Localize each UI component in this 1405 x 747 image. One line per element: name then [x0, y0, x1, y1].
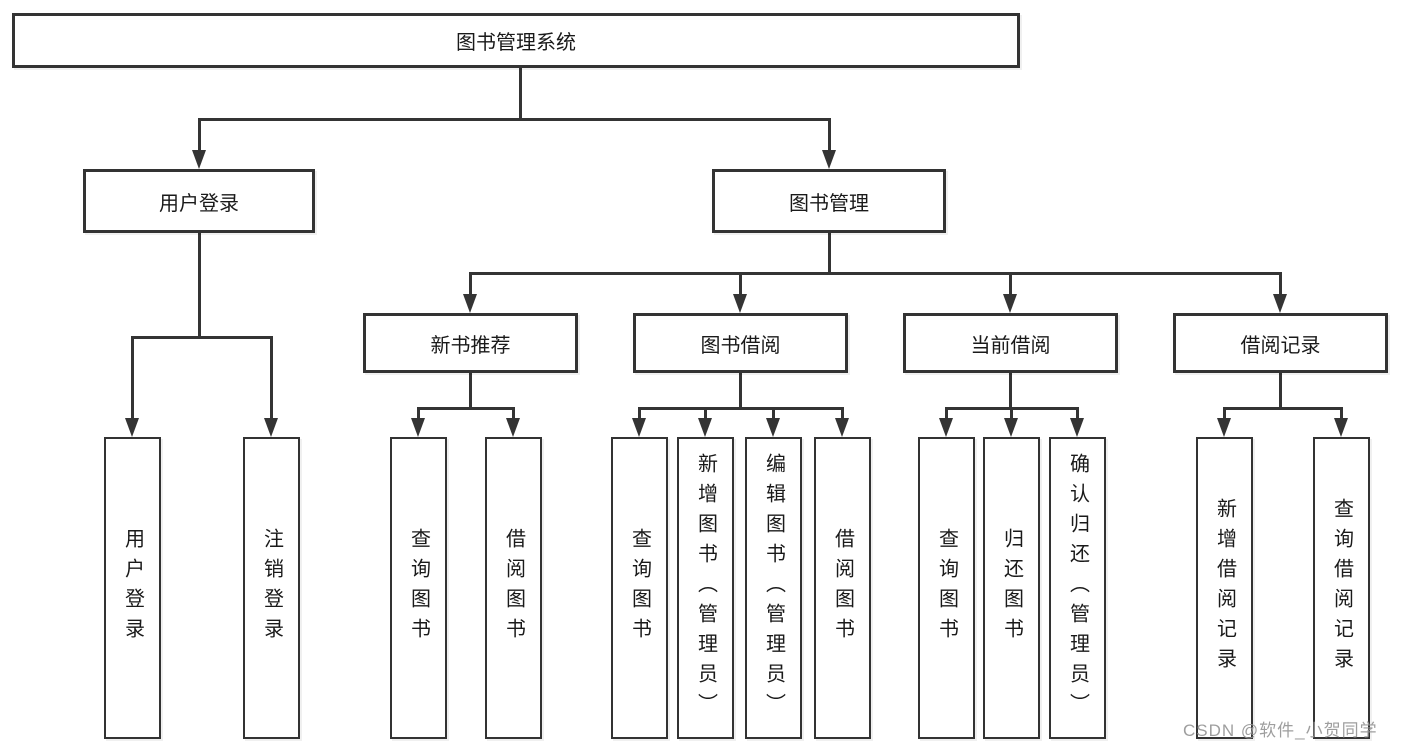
connector-line: [1009, 272, 1012, 296]
arrow-down-icon: [192, 150, 206, 169]
arrow-down-icon: [766, 418, 780, 437]
connector-line: [841, 407, 844, 420]
connector-line: [739, 272, 742, 296]
connector-line: [198, 118, 201, 152]
connector-line: [945, 407, 948, 420]
arrow-down-icon: [822, 150, 836, 169]
connector-line: [469, 272, 1281, 275]
connector-line: [828, 118, 831, 152]
connector-line: [519, 68, 522, 119]
node-borrowing-records: 借阅记录: [1173, 313, 1388, 373]
connector-line: [1010, 407, 1013, 420]
node-root: 图书管理系统: [12, 13, 1020, 68]
connector-line: [131, 336, 272, 339]
connector-line: [1223, 407, 1226, 420]
connector-line: [1223, 407, 1343, 410]
connector-line: [1009, 373, 1012, 409]
arrow-down-icon: [835, 418, 849, 437]
watermark-text: CSDN @软件_小贺同学: [1183, 721, 1378, 740]
leaf-current-query-book: 查询图书: [918, 437, 975, 739]
connector-line: [828, 233, 831, 274]
node-new-book-recommend: 新书推荐: [363, 313, 578, 373]
leaf-recommend-query-book: 查询图书: [390, 437, 447, 739]
leaf-records-add-record: 新增借阅记录: [1196, 437, 1253, 739]
leaf-user-login: 用户登录: [104, 437, 161, 739]
arrow-down-icon: [939, 418, 953, 437]
connector-line: [638, 407, 844, 410]
connector-line: [512, 407, 515, 420]
arrow-down-icon: [1273, 294, 1287, 313]
connector-line: [469, 272, 472, 296]
arrow-down-icon: [463, 294, 477, 313]
leaf-current-confirm-return-admin: 确认归还（管理员）: [1049, 437, 1106, 739]
connector-line: [1340, 407, 1343, 420]
leaf-logout-login: 注销登录: [243, 437, 300, 739]
connector-line: [1279, 272, 1282, 296]
leaf-borrow-borrow-book: 借阅图书: [814, 437, 871, 739]
arrow-down-icon: [733, 294, 747, 313]
arrow-down-icon: [1003, 294, 1017, 313]
connector-line: [772, 407, 775, 420]
connector-line: [1076, 407, 1079, 420]
arrow-down-icon: [506, 418, 520, 437]
arrow-down-icon: [1004, 418, 1018, 437]
leaf-borrow-query-book: 查询图书: [611, 437, 668, 739]
leaf-borrow-add-book-admin: 新增图书（管理员）: [677, 437, 734, 739]
node-user-login: 用户登录: [83, 169, 315, 233]
node-current-borrowing: 当前借阅: [903, 313, 1118, 373]
leaf-records-query-record: 查询借阅记录: [1313, 437, 1370, 739]
arrow-down-icon: [411, 418, 425, 437]
node-book-management: 图书管理: [712, 169, 946, 233]
connector-line: [417, 407, 515, 410]
arrow-down-icon: [125, 418, 139, 437]
arrow-down-icon: [698, 418, 712, 437]
connector-line: [739, 373, 742, 409]
connector-line: [131, 336, 134, 420]
arrow-down-icon: [632, 418, 646, 437]
arrow-down-icon: [1070, 418, 1084, 437]
connector-line: [638, 407, 641, 420]
connector-line: [198, 118, 830, 121]
connector-line: [469, 373, 472, 409]
leaf-borrow-edit-book-admin: 编辑图书（管理员）: [745, 437, 802, 739]
arrow-down-icon: [264, 418, 278, 437]
connector-line: [1279, 373, 1282, 409]
connector-line: [704, 407, 707, 420]
node-book-borrowing: 图书借阅: [633, 313, 848, 373]
connector-line: [198, 233, 201, 338]
leaf-current-return-book: 归还图书: [983, 437, 1040, 739]
connector-line: [417, 407, 420, 420]
leaf-recommend-borrow-book: 借阅图书: [485, 437, 542, 739]
arrow-down-icon: [1217, 418, 1231, 437]
arrow-down-icon: [1334, 418, 1348, 437]
connector-line: [270, 336, 273, 420]
